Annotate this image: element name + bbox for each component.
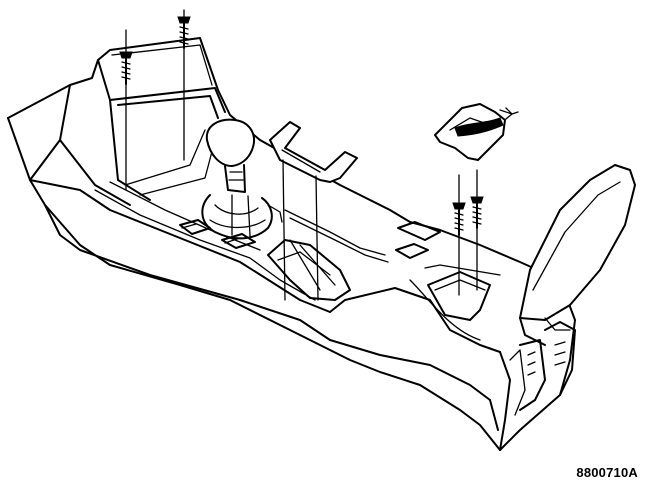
- screw-cover-trim: [434, 103, 519, 161]
- center-trim-panel: [269, 121, 358, 301]
- rear-cupholder-recess: [395, 221, 501, 341]
- front-storage-bin: [97, 44, 226, 201]
- front-screw-right: [177, 9, 191, 161]
- rear-screw-left: [452, 174, 466, 296]
- parking-brake-channel: [267, 209, 389, 301]
- gear-shift-knob: [205, 118, 255, 193]
- armrest-lid: [519, 164, 636, 346]
- console-body: [7, 37, 576, 451]
- front-screw-left: [119, 29, 133, 191]
- armrest-hinge-bracket: [509, 321, 576, 416]
- shift-boot: [201, 194, 283, 240]
- rear-screw-right: [470, 169, 484, 291]
- figure-reference-code: 8800710A: [576, 465, 638, 480]
- switch-openings: [179, 219, 256, 249]
